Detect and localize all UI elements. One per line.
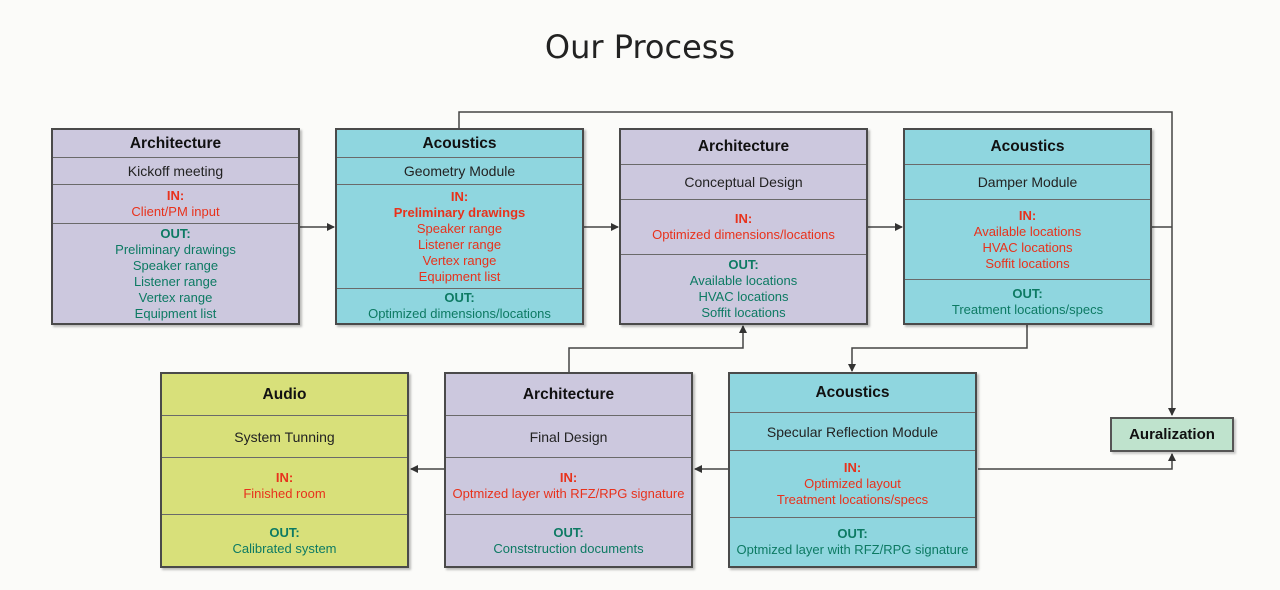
out-item: Preliminary drawings	[115, 241, 236, 257]
arrow-b5-auralization	[978, 453, 1176, 470]
step-box-geometry-module: Acoustics Geometry Module IN: Preliminar…	[335, 128, 584, 325]
step-box-damper-module: Acoustics Damper Module IN: Available lo…	[903, 128, 1152, 325]
step-name: Kickoff meeting	[127, 163, 224, 179]
out-item: Conststruction documents	[493, 540, 644, 556]
step-box-kickoff: Architecture Kickoff meeting IN: Client/…	[51, 128, 300, 325]
out-item: Treatment locations/specs	[951, 301, 1104, 317]
out-label: OUT:	[160, 225, 191, 241]
step-box-specular-reflection: Acoustics Specular Reflection Module IN:…	[728, 372, 977, 568]
out-item: Available locations	[689, 273, 798, 288]
in-item: HVAC locations	[982, 239, 1073, 255]
in-item: Listener range	[417, 236, 502, 252]
step-name: Conceptual Design	[684, 174, 803, 190]
out-item: Soffit locations	[701, 305, 786, 320]
out-item: HVAC locations	[698, 289, 789, 304]
step-box-system-tuning: Audio System Tunning IN: Finished room O…	[160, 372, 409, 568]
out-label: OUT:	[1012, 285, 1043, 301]
arrow-b6-b3	[568, 325, 747, 372]
out-item: Optimized dimensions/locations	[368, 306, 551, 321]
in-label: IN:	[166, 188, 185, 203]
in-item: Soffit locations	[985, 255, 1070, 271]
in-label: IN:	[275, 470, 294, 485]
step-name: Specular Reflection Module	[766, 423, 939, 440]
discipline-label: Audio	[262, 385, 307, 403]
step-name: Final Design	[529, 428, 608, 445]
in-item: Speaker range	[416, 220, 503, 236]
in-item: Vertex range	[422, 252, 497, 268]
in-item: Available locations	[973, 223, 1082, 239]
out-label: OUT:	[444, 290, 475, 305]
discipline-label: Acoustics	[815, 384, 890, 401]
step-name: System Tunning	[234, 428, 335, 445]
discipline-label: Architecture	[129, 134, 222, 152]
discipline-label: Architecture	[697, 138, 790, 155]
in-label: IN:	[559, 470, 578, 485]
in-item: Equipment list	[418, 268, 501, 284]
in-item: Client/PM input	[131, 204, 220, 219]
in-item: Preliminary drawings	[393, 204, 526, 220]
step-box-conceptual-design: Architecture Conceptual Design IN: Optim…	[619, 128, 868, 325]
out-item: Vertex range	[138, 289, 213, 305]
out-item: Speaker range	[132, 257, 219, 273]
out-label: OUT:	[728, 257, 759, 272]
in-label: IN:	[843, 460, 862, 475]
in-label: IN:	[450, 188, 469, 204]
in-label: IN:	[734, 211, 753, 226]
out-label: OUT:	[269, 524, 300, 540]
in-item: Optimized dimensions/locations	[652, 227, 835, 242]
in-item: Optmized layer with RFZ/RPG signature	[452, 486, 685, 501]
step-name: Geometry Module	[403, 163, 516, 179]
step-name: Damper Module	[977, 174, 1078, 190]
in-label: IN:	[1018, 207, 1037, 223]
auralization-box: Auralization	[1110, 417, 1234, 452]
page-title: Our Process	[544, 28, 736, 66]
out-label: OUT:	[553, 524, 584, 540]
out-item: Listener range	[133, 273, 218, 289]
arrow-b2-auralization	[458, 111, 1176, 416]
in-item: Treatment locations/specs	[776, 492, 929, 507]
out-item: Calibrated system	[232, 540, 337, 556]
discipline-label: Architecture	[522, 385, 615, 403]
discipline-label: Acoustics	[422, 134, 497, 152]
out-item: Optmized layer with RFZ/RPG signature	[736, 542, 969, 557]
in-item: Optimized layout	[804, 476, 901, 491]
step-box-final-design: Architecture Final Design IN: Optmized l…	[444, 372, 693, 568]
out-label: OUT:	[837, 526, 868, 541]
in-item: Finished room	[243, 486, 326, 501]
arrow-b4-b5	[848, 325, 1028, 372]
out-item: Equipment list	[134, 305, 217, 321]
discipline-label: Acoustics	[990, 138, 1065, 155]
